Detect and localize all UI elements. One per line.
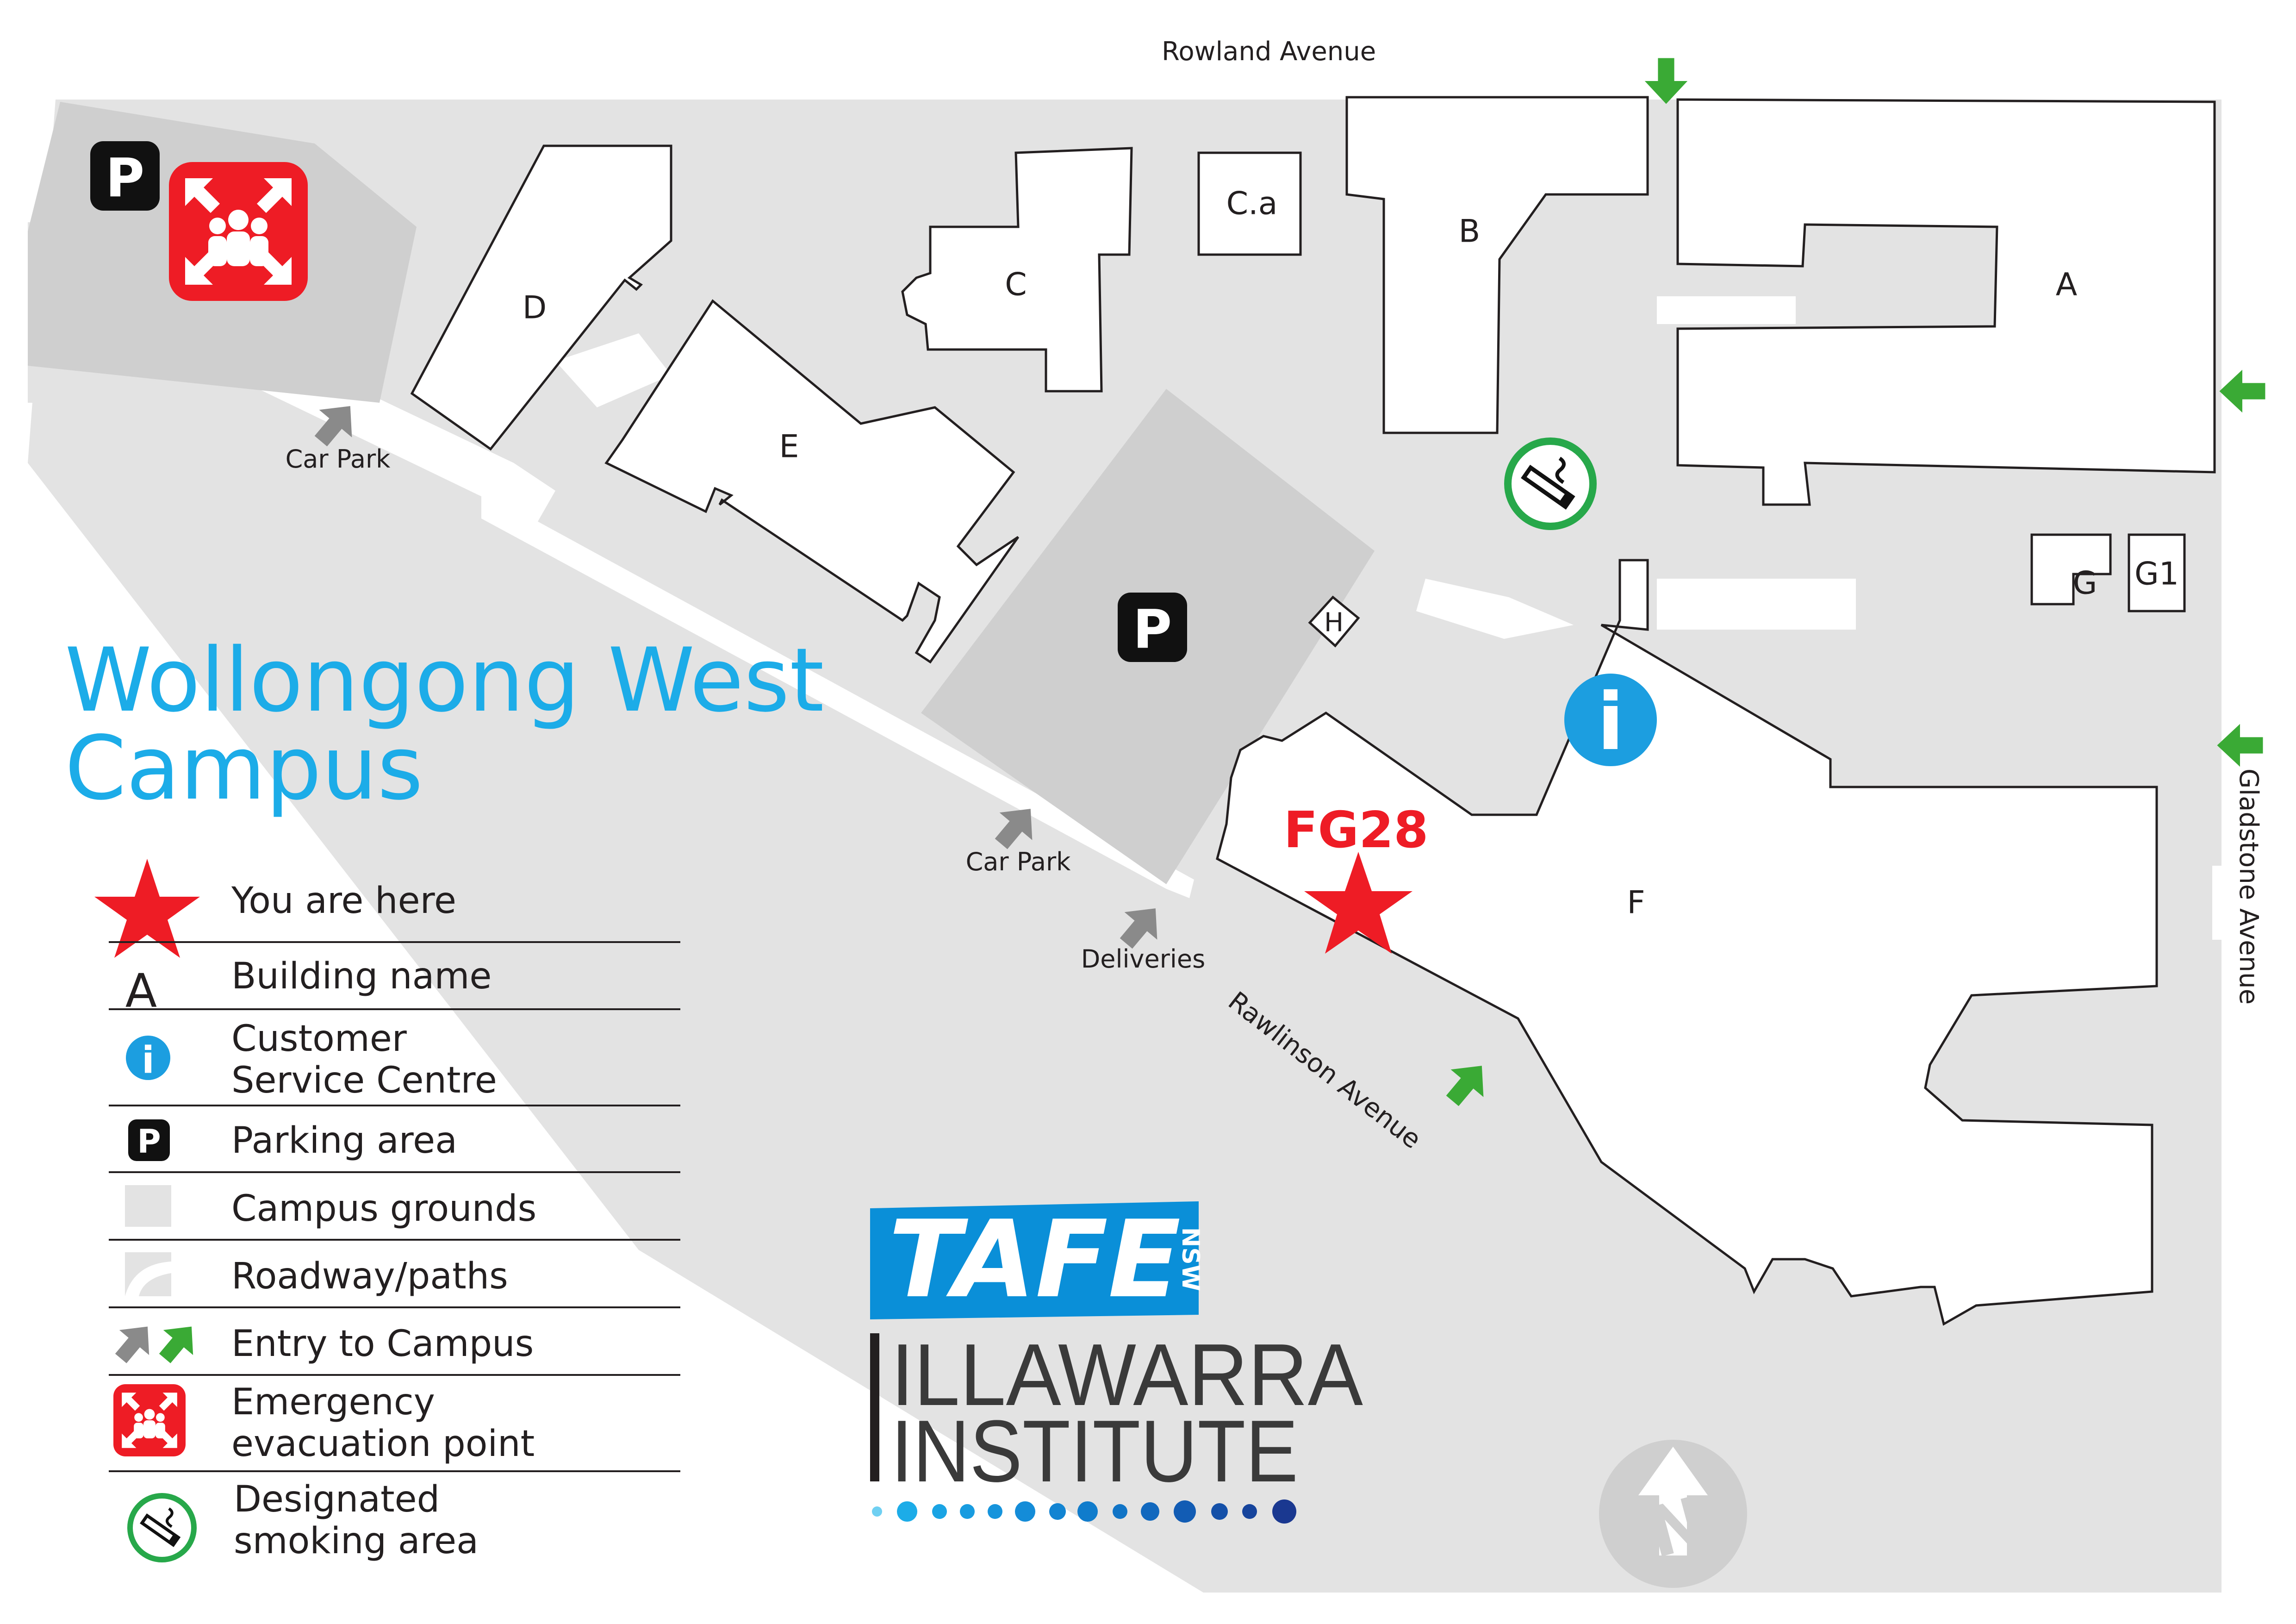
building-label-ca: C.a (1226, 186, 1278, 222)
logo-institute-text: INSTITUTE (891, 1402, 1298, 1500)
legend-smoking-area-icon (127, 1493, 197, 1562)
smoking-area-icon-map (1504, 437, 1597, 530)
parking-symbol-west: P (106, 147, 144, 209)
building-b-outline (1345, 96, 1649, 434)
legend-label-customer: Customer (231, 1018, 407, 1060)
building-label-g1: G1 (2134, 556, 2179, 593)
legend-roadway-swatch-icon (125, 1252, 171, 1296)
buildings (410, 96, 2216, 1326)
building-a-outline (1676, 98, 2216, 506)
street-gladstone-avenue: Gladstone Avenue (2234, 768, 2264, 1005)
legend-red-star-icon (94, 859, 200, 958)
building-label-a: A (2056, 267, 2078, 303)
building-label-f: F (1627, 885, 1645, 921)
campus-title-line2: Campus (65, 717, 423, 819)
tafe-illawarra-logo: TAFE NSW ILLAWARRA INSTITUTE (870, 1198, 1363, 1524)
room-label: FG28 (1284, 801, 1429, 859)
svg-text:i: i (142, 1039, 154, 1082)
parking-symbol-centre: P (1133, 599, 1172, 661)
building-f-outline (1216, 559, 2158, 1326)
campus-title-line1: Wollongong West (65, 629, 824, 731)
building-label-e: E (779, 429, 799, 465)
car-park-centre-label: Car Park (966, 847, 1071, 876)
legend-label-campus-grounds: Campus grounds (231, 1188, 536, 1230)
legend-label-parking-area: Parking area (231, 1120, 457, 1162)
building-label-d: D (523, 290, 547, 326)
legend-evacuation-icon (113, 1384, 186, 1456)
legend-label-service-centre: Service Centre (231, 1060, 497, 1101)
legend-label-roadway-paths: Roadway/paths (231, 1255, 508, 1297)
legend-grounds-swatch-icon (125, 1185, 171, 1227)
logo-nsw-text: NSW (1176, 1227, 1204, 1291)
car-park-west-label: Car Park (286, 444, 391, 474)
building-h-outline (1308, 595, 1360, 648)
logo-illawarra-text: ILLAWARRA (891, 1326, 1363, 1424)
building-g-outline (2030, 533, 2112, 606)
legend-label-emergency: Emergency (231, 1381, 435, 1423)
logo-tafe-text: TAFE (889, 1198, 1181, 1322)
building-labels: A B C.a C D E F G G1 H (523, 186, 2179, 921)
evacuation-icon-map (169, 162, 308, 301)
deliveries-label: Deliveries (1081, 944, 1206, 974)
building-label-c: C (1005, 267, 1027, 303)
building-label-g: G (2073, 565, 2097, 602)
parking-icon-west: P (90, 141, 160, 211)
legend: You are here A Building name i Customer … (94, 859, 680, 1562)
building-label-h: H (1324, 608, 1344, 638)
logo-dots (872, 1499, 1296, 1524)
info-symbol-map: i (1597, 676, 1624, 768)
legend-label-you-are-here: You are here (231, 880, 456, 922)
legend-entry-arrows-icon (106, 1314, 207, 1371)
legend-info-icon: i (126, 1036, 170, 1082)
parking-icon-centre: P (1118, 593, 1187, 662)
building-e-outline (604, 299, 1020, 664)
building-d-outline (410, 144, 672, 451)
building-ca-outline (1197, 151, 1302, 256)
entry-arrow-east-1 (2219, 369, 2265, 413)
svg-text:P: P (137, 1123, 161, 1161)
legend-label-smoking-area: smoking area (234, 1520, 479, 1562)
building-g1-outline (2128, 533, 2186, 612)
north-compass-icon: N (1599, 1440, 1747, 1588)
street-rowland-avenue: Rowland Avenue (1162, 37, 1376, 67)
legend-label-evacuation-point: evacuation point (231, 1423, 535, 1465)
entry-arrow-north (1644, 58, 1688, 104)
legend-label-designated: Designated (234, 1479, 440, 1520)
legend-parking-icon: P (128, 1119, 170, 1161)
info-icon-map: i (1564, 674, 1657, 768)
building-label-b: B (1459, 213, 1481, 250)
entry-arrow-east-2 (2217, 724, 2263, 767)
you-are-here-star-icon (1304, 852, 1412, 954)
legend-label-building-name: Building name (231, 956, 492, 997)
legend-label-entry: Entry to Campus (231, 1323, 534, 1365)
building-c-outline (901, 147, 1133, 393)
